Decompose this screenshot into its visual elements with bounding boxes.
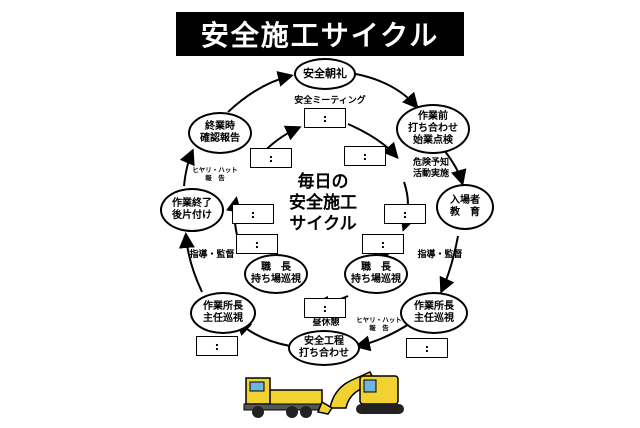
title-banner: 安全施工サイクル [176,12,464,56]
node-prework-check: 作業前 打ち合わせ 始業点検 [396,104,470,154]
node-supervisor-patrol: 作業所長 主任巡視 [400,292,468,334]
label-hiyari-left: ヒヤリ・ハット 報 告 [192,166,238,182]
node-manager-patrol: 作業所長 主任巡視 [190,292,256,334]
time-box-lunch: : [304,298,346,318]
node-end-report: 終業時 確認報告 [188,112,252,154]
time-box-entry: : [384,204,426,224]
node-entry-education: 入場者 教 育 [436,184,494,230]
time-box-prework: : [344,146,386,166]
time-box-safety-meeting: : [304,108,346,128]
time-box-cleanup: : [232,204,274,224]
page-title: 安全施工サイクル [200,19,440,52]
arrow-endreport-to-morning [227,71,294,113]
arrow-inner-top-right [347,123,399,159]
center-cycle-title: 毎日の 安全施工 サイクル [289,171,357,234]
label-guidance-left: 指導・監督 [189,250,235,260]
excavator-illustration [316,371,404,415]
label-lunch-break: 昼休憩 [312,318,340,328]
label-guidance-right: 指導・監督 [417,250,463,260]
time-box-supervisor: : [406,338,448,358]
time-box-foreman-right: : [362,234,404,254]
arrow-cleanup-to-endreport [179,148,195,187]
arrow-prework-to-entry [443,149,467,186]
label-safety-meeting: 安全ミーティング [294,96,366,106]
label-hiyari-right: ヒヤリ・ハット 報 告 [356,316,402,332]
label-hazard-prediction: 危険予知 活動実施 [412,158,449,179]
dump-truck-illustration [243,377,327,418]
node-foreman-patrol-left: 職 長 持ち場巡視 [244,254,308,294]
arrow-leftsupervisor-to-cleanup [178,232,203,293]
time-box-manager: : [196,336,238,356]
node-foreman-patrol-right: 職 長 持ち場巡視 [344,254,408,294]
arrow-morning-to-prework [355,73,419,110]
node-safety-morning: 安全朝礼 [294,58,356,90]
node-cleanup: 作業終了 後片付け [160,188,224,232]
time-box-foreman-left: : [236,234,278,254]
node-process-meeting: 安全工程 打ち合わせ [288,330,360,366]
time-box-end-report: : [250,148,292,168]
arrow-entry-to-supervisor [439,235,459,294]
